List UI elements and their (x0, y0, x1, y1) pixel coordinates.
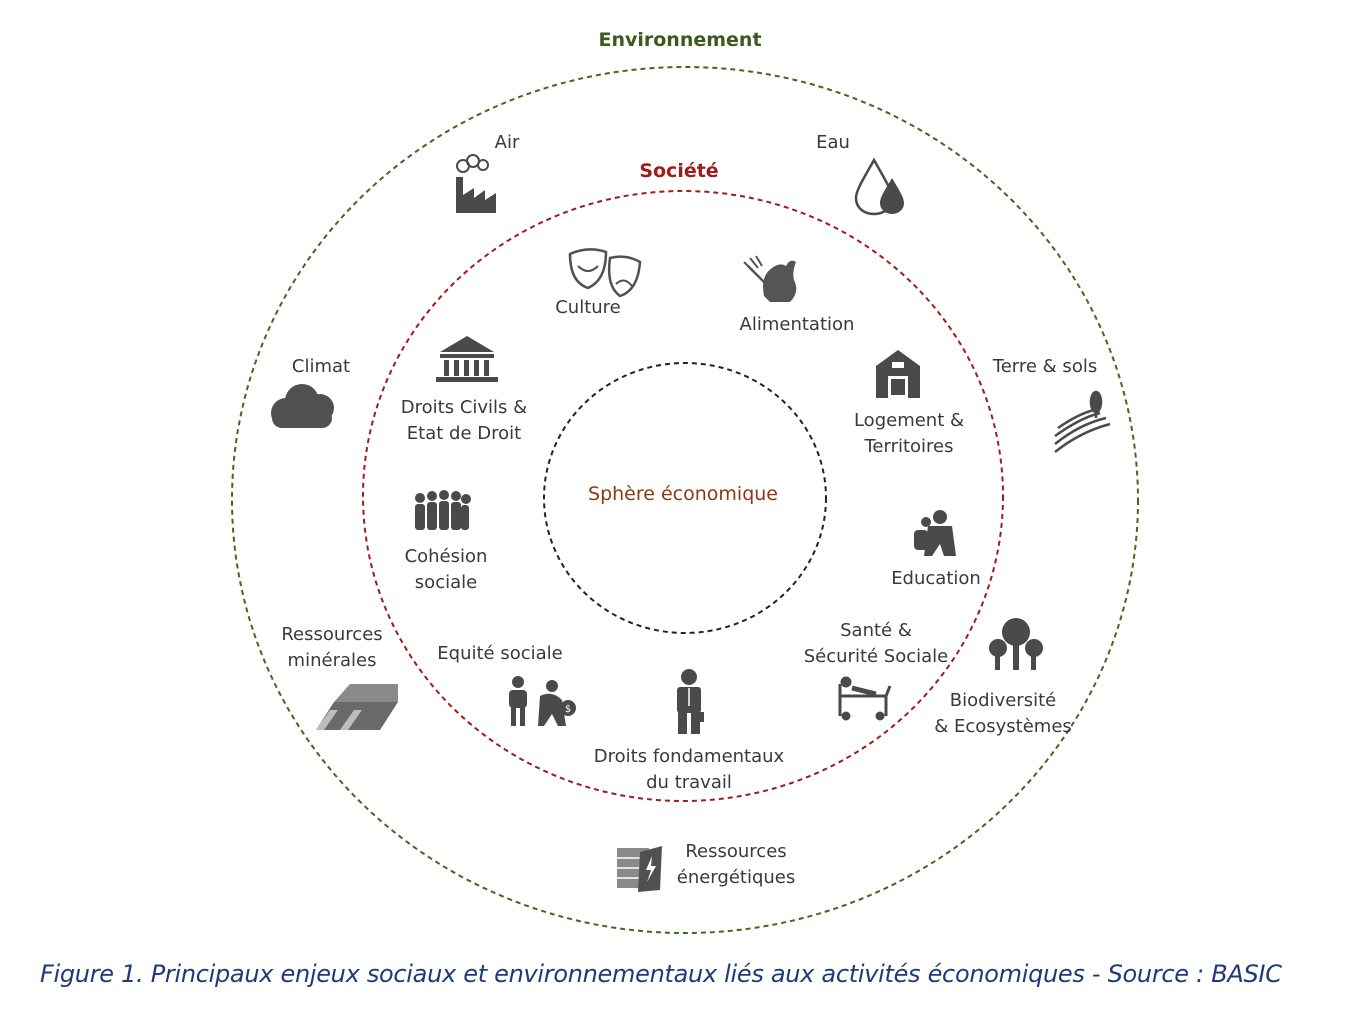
label-sante: Santé & Sécurité Sociale (803, 620, 949, 667)
environment-ring (231, 66, 1139, 934)
label-eau: Eau (816, 132, 850, 153)
ingots-icon (316, 684, 398, 730)
label-terre-sols: Terre & sols (992, 356, 1098, 377)
label-equite: Equité sociale (437, 643, 563, 664)
label-education: Education (891, 568, 981, 589)
field-tree-icon (1054, 390, 1111, 453)
svg-text:$: $ (565, 704, 571, 715)
label-ressources-energetiques: Ressources énergétiques (676, 841, 796, 888)
label-culture: Culture (555, 297, 621, 318)
rooster-fork-icon (743, 255, 797, 302)
society-title: Société (639, 160, 719, 182)
label-air: Air (494, 132, 520, 153)
people-money-icon: $ (509, 676, 576, 726)
label-biodiversite: Biodiversité & Ecosystèmes (934, 690, 1072, 737)
barn-icon (876, 350, 920, 398)
economy-ring (543, 362, 827, 634)
label-cohesion: Cohésion sociale (404, 546, 488, 593)
group-people-icon (415, 490, 471, 530)
environment-title: Environnement (598, 29, 762, 51)
water-drops-icon (854, 157, 904, 216)
worker-icon (677, 669, 704, 734)
label-droits-travail: Droits fondamentaux du travail (593, 746, 785, 793)
label-alimentation: Alimentation (739, 314, 855, 335)
courthouse-icon (436, 336, 498, 382)
hospital-bed-icon (838, 676, 892, 721)
figure-caption: Figure 1. Principaux enjeux sociaux et e… (40, 960, 1282, 988)
battery-icon (617, 846, 662, 892)
theater-masks-icon (568, 248, 642, 298)
society-ring (362, 190, 1004, 802)
cloud-icon (271, 384, 334, 428)
label-ressources-minerales: Ressources minérales (281, 624, 383, 671)
label-droits-civils: Droits Civils & Etat de Droit (400, 397, 528, 444)
factory-icon (456, 154, 496, 213)
teacher-student-icon (914, 510, 956, 556)
label-logement: Logement & Territoires (853, 410, 965, 457)
trees-icon (989, 618, 1043, 670)
label-climat: Climat (291, 356, 351, 377)
economy-title: Sphère économique (588, 483, 778, 505)
